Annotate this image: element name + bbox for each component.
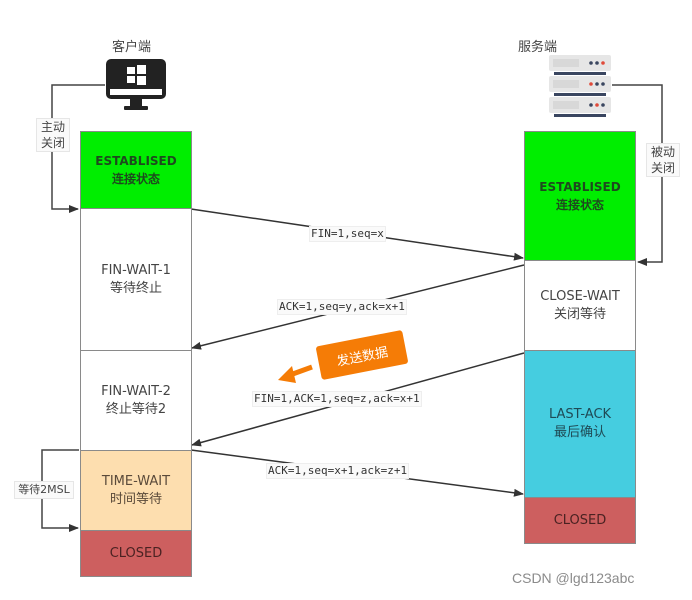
- state-desc: 最后确认: [553, 425, 606, 440]
- state-desc: 连接状态: [555, 198, 604, 212]
- server-rack-icon: [549, 55, 613, 117]
- server-title: 服务端: [518, 40, 558, 55]
- state-name: ESTABLISED: [539, 180, 621, 194]
- message-label-ack1: ACK=1,seq=y,ack=x+1: [277, 299, 407, 315]
- client-state-fin-wait-2: FIN-WAIT-2 终止等待2: [80, 350, 192, 451]
- wait-2msl-label: 等待2MSL: [14, 481, 74, 499]
- client-state-fin-wait-1: FIN-WAIT-1 等待终止: [80, 208, 192, 351]
- state-name: FIN-WAIT-2: [101, 383, 171, 399]
- state-name: LAST-ACK: [548, 407, 612, 422]
- send-data-arrow-icon: [278, 364, 313, 383]
- server-state-established: ESTABLISED 连接状态: [524, 131, 636, 261]
- server-state-closed: CLOSED: [524, 497, 636, 544]
- server-close-label-line2: 关闭: [650, 161, 675, 175]
- client-state-established: ESTABLISED 连接状态: [80, 131, 192, 209]
- watermark: CSDN @lgd123abc: [512, 570, 635, 586]
- state-name: CLOSED: [109, 545, 163, 561]
- server-close-label-line1: 被动: [650, 145, 675, 159]
- state-desc: 等待终止: [109, 280, 162, 296]
- state-name: ESTABLISED: [95, 154, 177, 168]
- state-desc: 关闭等待: [553, 306, 606, 322]
- client-active-close-label: 主动 关闭: [36, 118, 70, 152]
- client-title: 客户端: [112, 40, 152, 55]
- client-close-label-line1: 主动: [40, 120, 65, 134]
- message-label-fin1: FIN=1,seq=x: [309, 226, 386, 242]
- state-desc: 时间等待: [109, 491, 162, 507]
- state-name: CLOSE-WAIT: [540, 288, 620, 304]
- state-desc: 连接状态: [111, 172, 160, 186]
- client-close-label-line2: 关闭: [40, 136, 65, 150]
- message-label-fin2: FIN=1,ACK=1,seq=z,ack=x+1: [252, 391, 422, 407]
- state-name: CLOSED: [553, 512, 607, 528]
- state-name: TIME-WAIT: [101, 473, 171, 489]
- state-name: FIN-WAIT-1: [101, 262, 171, 278]
- client-state-closed: CLOSED: [80, 530, 192, 577]
- server-state-last-ack: LAST-ACK 最后确认: [524, 350, 636, 498]
- windows-monitor-icon: [106, 57, 166, 113]
- client-state-time-wait: TIME-WAIT 时间等待: [80, 450, 192, 531]
- server-state-close-wait: CLOSE-WAIT 关闭等待: [524, 260, 636, 351]
- state-desc: 终止等待2: [105, 401, 167, 417]
- message-label-ack2: ACK=1,seq=x+1,ack=z+1: [266, 463, 410, 479]
- server-passive-close-label: 被动 关闭: [646, 143, 680, 177]
